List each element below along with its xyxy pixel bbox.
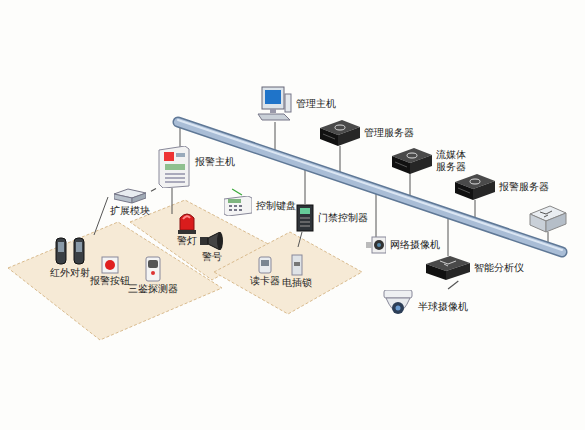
device-icon <box>426 256 470 280</box>
device-node: 电插锁 <box>282 254 312 289</box>
device-label: 报警服务器 <box>499 181 549 193</box>
bus-wires <box>94 122 548 256</box>
device-icon <box>392 148 432 174</box>
device-node: 报警服务器 <box>455 174 549 200</box>
device-label: 智能分析仪 <box>474 262 524 274</box>
device-icon <box>455 174 495 200</box>
device-node: 扩展模块 <box>110 188 150 217</box>
device-icon <box>382 290 414 324</box>
device-label: 控制键盘 <box>256 200 296 212</box>
device-icon <box>258 256 272 274</box>
device-label: 报警按钮 <box>90 275 130 287</box>
device-node: 门禁控制器 <box>296 204 368 232</box>
device-node: 网络摄像机 <box>366 236 440 254</box>
device-label: 读卡器 <box>250 275 280 287</box>
device-icon <box>224 196 252 216</box>
device-label: 警灯 <box>177 235 197 247</box>
access-zone <box>214 232 362 314</box>
device-label: 流媒体 服务器 <box>436 149 467 173</box>
wire <box>172 188 173 214</box>
network-switch <box>530 206 566 232</box>
device-label: 管理服务器 <box>364 127 414 139</box>
device-node: 管理服务器 <box>320 120 414 146</box>
device-label: 红外对射 <box>50 267 90 279</box>
device-label: 扩展模块 <box>110 205 150 217</box>
device-node: 三鉴探测器 <box>128 256 178 295</box>
device-icon <box>320 120 360 146</box>
device-node: 红外对射 <box>50 236 90 279</box>
device-icon <box>296 204 314 232</box>
connector-line <box>232 189 242 195</box>
device-icon <box>256 86 292 122</box>
device-node: 半球摄像机 <box>382 290 468 324</box>
network-bus <box>178 122 562 252</box>
wire <box>376 189 377 237</box>
device-node: 警号 <box>200 232 224 263</box>
device-label: 半球摄像机 <box>418 301 468 313</box>
device-icon <box>101 256 119 274</box>
device-icon <box>291 254 303 276</box>
device-node: 报警按钮 <box>90 256 130 287</box>
connector-line <box>151 189 156 192</box>
network-bus <box>178 122 562 252</box>
device-node: 流媒体 服务器 <box>392 148 467 174</box>
device-icon <box>366 236 386 254</box>
wire <box>448 214 449 256</box>
device-label: 三鉴探测器 <box>128 283 178 295</box>
device-icon <box>50 236 90 266</box>
device-icon <box>114 188 146 204</box>
device-label: 报警主机 <box>195 156 235 168</box>
connector-line <box>448 281 458 289</box>
device-icon <box>157 146 191 188</box>
network-bus <box>178 120 562 250</box>
device-icon <box>176 210 198 234</box>
device-node: 报警主机 <box>157 146 235 188</box>
device-node: 管理主机 <box>256 86 336 122</box>
device-label: 管理主机 <box>296 98 336 110</box>
wire <box>298 232 302 247</box>
wire <box>94 197 108 235</box>
device-label: 门禁控制器 <box>318 212 368 224</box>
device-icon <box>200 232 224 250</box>
device-label: 警号 <box>202 251 222 263</box>
device-node: 智能分析仪 <box>426 256 524 280</box>
device-label: 网络摄像机 <box>390 239 440 251</box>
device-node: 控制键盘 <box>224 196 296 216</box>
device-node: 警灯 <box>176 210 198 247</box>
sensor-zone <box>8 222 222 340</box>
device-node: 读卡器 <box>250 256 280 287</box>
device-icon <box>145 256 161 282</box>
device-label: 电插锁 <box>282 277 312 289</box>
